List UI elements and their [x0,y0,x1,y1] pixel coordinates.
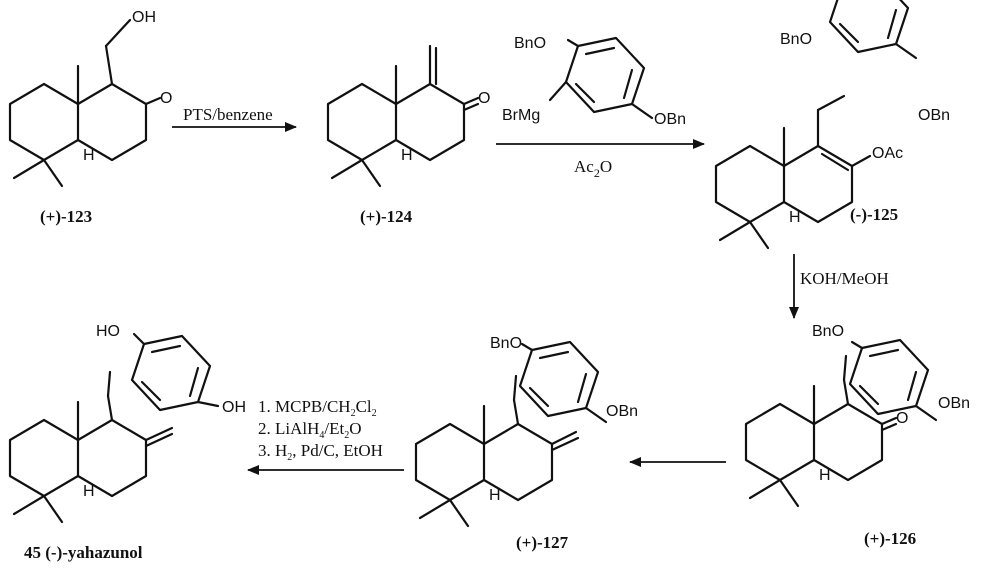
compound-124: O H (+)-124 [326,44,490,226]
atom-obn: OBn [654,111,686,128]
atom-h: H [819,467,831,484]
atom-obn: OBn [918,107,950,124]
aryl-125 [828,0,918,60]
reagent-mcpb: 1. MCPB/CH2Cl2 [258,397,377,419]
reagent-lialh4: 2. LiAlH4/Et2O [258,419,362,441]
atom-obn: OBn [938,395,970,412]
compound-126: O H (+)-126 [744,354,916,548]
compound-label-124: (+)-124 [360,207,413,226]
aryl-127 [518,340,608,424]
reagent-koh-meoh: KOH/MeOH [800,269,889,288]
atom-oh: OH [222,399,246,416]
grignard-reagent [548,36,654,120]
atom-o: O [896,410,908,427]
atom-h: H [489,487,501,504]
compound-label-127: (+)-127 [516,533,569,552]
atom-ho: HO [96,323,120,340]
atom-bno: BnO [514,35,546,52]
atom-h: H [401,147,413,164]
atom-o: O [160,90,172,107]
atom-oac: OAc [872,145,903,162]
atom-bno: BnO [812,323,844,340]
reagent-ac2o: Ac2O [574,157,612,180]
aryl-126 [848,338,938,422]
compound-123: OH O H (+)-123 [8,9,172,226]
compound-label-125: (-)-125 [850,205,898,224]
atom-h: H [83,147,95,164]
reagent-h2-pdc: 3. H2, Pd/C, EtOH [258,441,383,463]
atom-o: O [478,90,490,107]
atom-bno: BnO [780,31,812,48]
atom-bno: BnO [490,335,522,352]
atom-oh: OH [132,9,156,26]
compound-label-123: (+)-123 [40,207,92,226]
compound-label-126: (+)-126 [864,529,916,548]
reagent-pts-benzene: PTS/benzene [183,105,273,124]
atom-brmg: BrMg [502,107,540,124]
aryl-yahazunol [130,332,220,412]
atom-h: H [789,209,801,226]
compound-yahazunol: H 45 (-)-yahazunol [8,370,174,562]
compound-127: H (+)-127 [414,374,580,552]
atom-obn: OBn [606,403,638,420]
compound-label-yahazunol: 45 (-)-yahazunol [24,543,143,562]
atom-h: H [83,483,95,500]
compound-125: H (-)-125 [714,94,898,250]
